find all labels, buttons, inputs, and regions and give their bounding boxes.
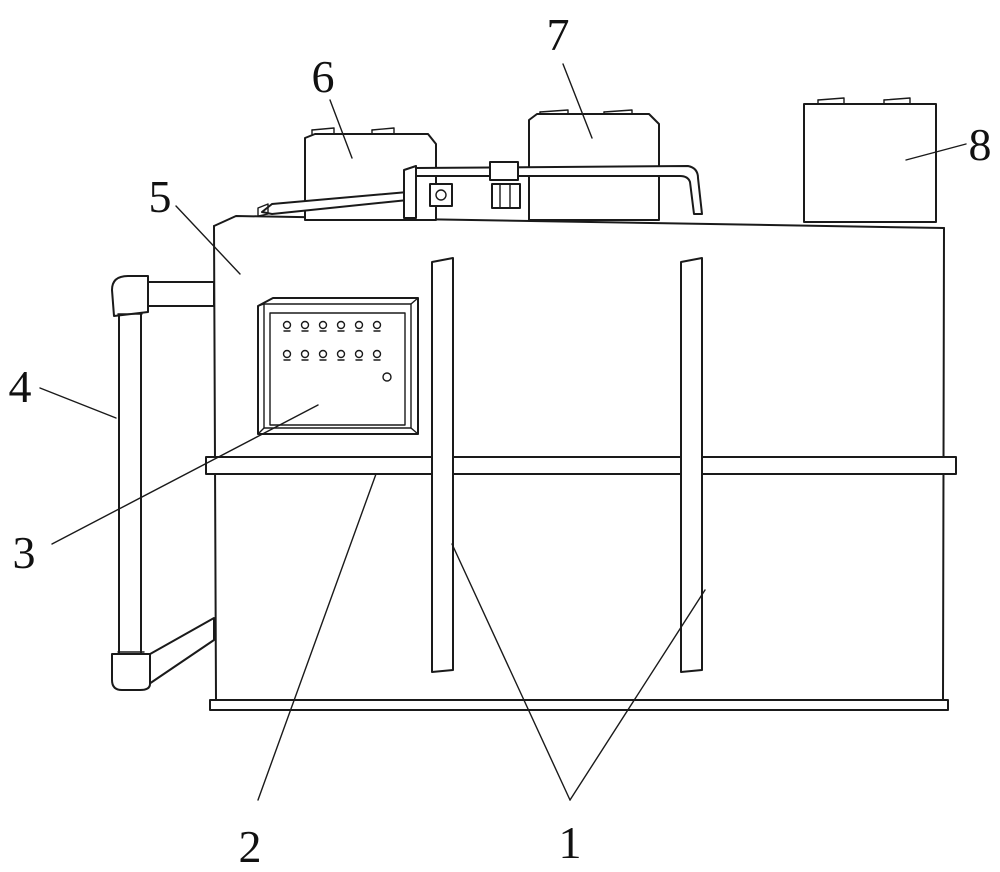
door-lock-icon (382, 372, 392, 382)
leader-4 (39, 387, 117, 419)
control-box (257, 297, 419, 435)
vertical-ribs (431, 257, 703, 673)
top-tank-8 (803, 97, 937, 223)
dosing-pipes (257, 161, 703, 219)
top-tank-7 (528, 109, 660, 221)
leader-7 (562, 63, 593, 139)
leader-lines (39, 63, 967, 801)
label-part-4: 4 (9, 361, 32, 412)
indicator-lights (282, 320, 382, 332)
leader-6 (329, 99, 353, 159)
leader-1b (569, 589, 706, 801)
reference-numerals: 1 2 3 4 5 6 7 8 (9, 9, 992, 872)
side-pipe (111, 275, 215, 691)
label-part-3: 3 (13, 527, 36, 578)
leader-2 (257, 473, 377, 801)
label-part-5: 5 (149, 171, 172, 222)
leader-8 (905, 143, 967, 161)
label-part-7: 7 (547, 9, 570, 60)
label-part-2: 2 (239, 821, 262, 872)
leader-3 (51, 404, 319, 545)
leader-1a (451, 543, 571, 801)
tank-body (209, 215, 949, 711)
label-part-1: 1 (559, 817, 582, 868)
leader-5 (175, 205, 241, 275)
horizontal-band (205, 456, 957, 475)
control-switches (282, 349, 382, 361)
label-part-8: 8 (969, 119, 992, 170)
label-part-6: 6 (312, 51, 335, 102)
